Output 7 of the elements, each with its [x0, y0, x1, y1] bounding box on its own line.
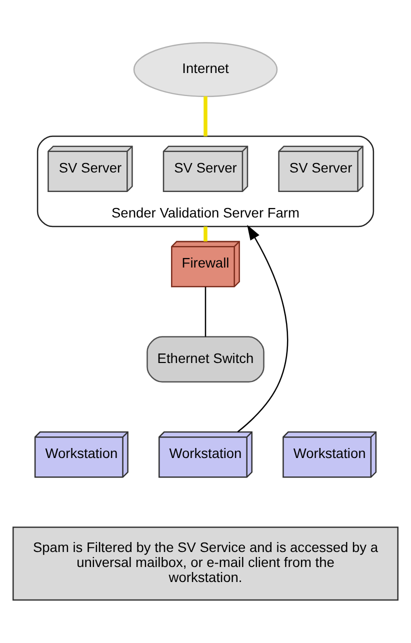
connector	[204, 286, 206, 337]
arrow	[237, 224, 288, 432]
node-box: Ethernet Switch	[146, 336, 264, 383]
connector	[204, 226, 208, 242]
node-ellipse: Internet	[133, 42, 278, 98]
connector	[204, 96, 208, 136]
node-box: Spam is Filtered by the SV Service and is accessed by a universal mailbox, or e-mail client from the workstation.	[12, 526, 398, 601]
